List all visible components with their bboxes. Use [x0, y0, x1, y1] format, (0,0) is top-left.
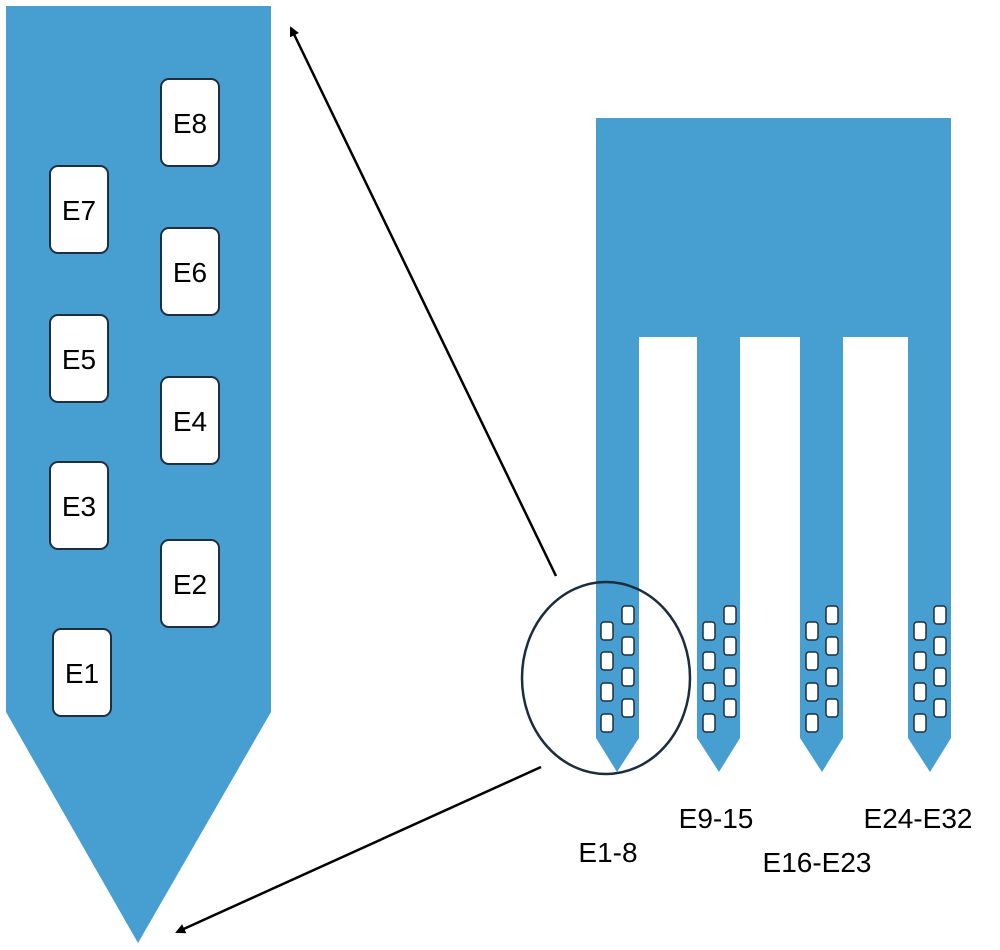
- electrode-pad-e5: E5: [49, 314, 109, 403]
- electrode-label-e3: E3: [62, 491, 96, 522]
- electrode-pad-e6: E6: [160, 227, 220, 316]
- four-shank-probe: [596, 118, 951, 772]
- zoom-arrow-bottom: [175, 765, 542, 934]
- electrode-pad-e7: E7: [49, 165, 109, 254]
- enlarged-electrode-pads: E1 E2 E3 E4 E5 E6 E7 E8: [49, 78, 220, 717]
- zoom-arrow-top: [289, 26, 558, 577]
- electrode-label-e6: E6: [173, 257, 207, 288]
- shank-3-pads: [805, 605, 839, 733]
- electrode-pad-e4: E4: [160, 376, 220, 465]
- shank-3-label: E16-E23: [763, 847, 872, 878]
- shank-electrode-pads: [600, 605, 947, 733]
- shank-2-label: E9-15: [679, 803, 754, 834]
- electrode-pad-e1: E1: [52, 628, 112, 717]
- zoom-highlight-circle: [520, 580, 692, 776]
- enlarged-shank: [6, 6, 271, 943]
- electrode-pad-e3: E3: [49, 461, 109, 550]
- shank-1-label: E1-8: [578, 837, 637, 868]
- electrode-pad-e8: E8: [160, 78, 220, 167]
- electrode-label-e2: E2: [173, 569, 207, 600]
- electrode-label-e4: E4: [173, 406, 207, 437]
- shank-1-pads: [600, 605, 635, 733]
- shank-4-pads: [913, 605, 947, 733]
- electrode-label-e1: E1: [65, 658, 99, 689]
- electrode-label-e7: E7: [62, 195, 96, 226]
- shank-4-label: E24-E32: [864, 803, 973, 834]
- electrode-label-e8: E8: [173, 108, 207, 139]
- probe-base: [596, 118, 951, 337]
- shank-2-pads: [702, 605, 737, 733]
- electrode-label-e5: E5: [62, 344, 96, 375]
- electrode-pad-e2: E2: [160, 539, 220, 628]
